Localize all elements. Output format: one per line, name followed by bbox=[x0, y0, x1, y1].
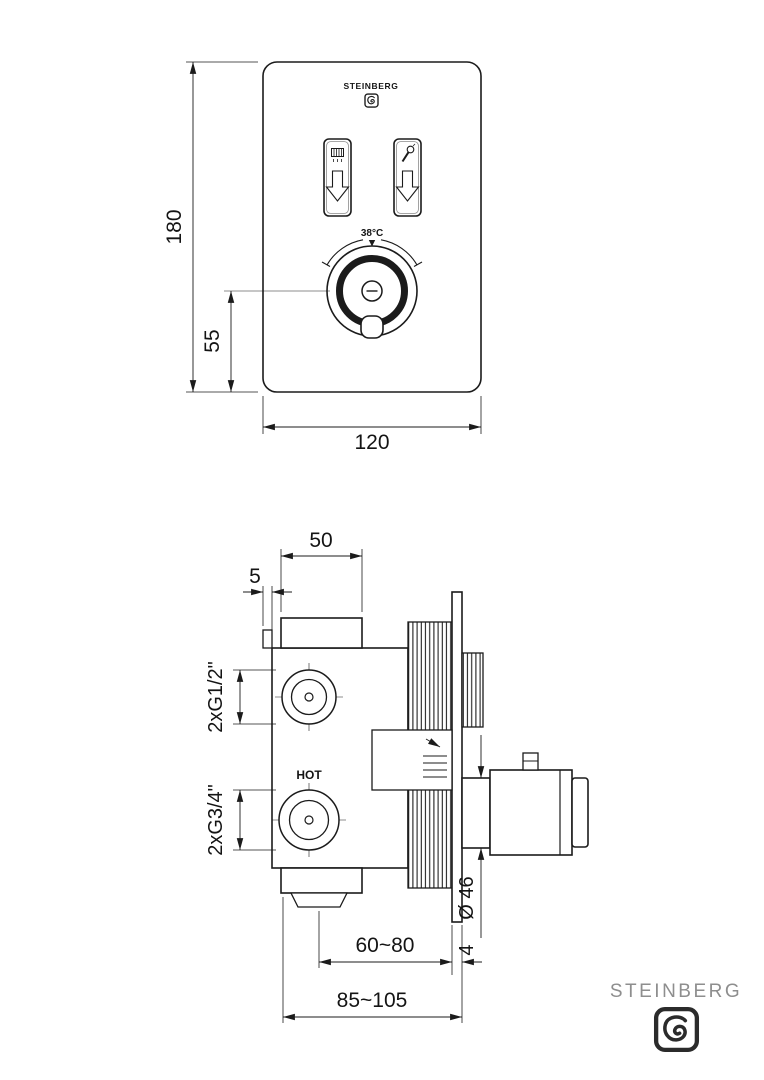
front-view: STEINBERG bbox=[163, 61, 482, 454]
dim-flange-label: 50 bbox=[309, 529, 332, 552]
handle-escutcheon bbox=[461, 777, 491, 849]
dim-width-120: 120 bbox=[262, 396, 482, 454]
dim-height-180: 180 bbox=[163, 61, 258, 393]
dim-trim-diameter-label: Ø 46 bbox=[456, 876, 478, 919]
scale-arc-left bbox=[326, 239, 364, 266]
dim-overall-depth: 85~105 bbox=[282, 897, 463, 1023]
button-inner-edge bbox=[396, 141, 419, 214]
bottom-stub bbox=[289, 892, 349, 908]
handle-assembly bbox=[461, 752, 589, 856]
footer-brand-label: STEINBERG bbox=[610, 981, 742, 1002]
diverter-button-left bbox=[323, 138, 352, 217]
down-arrow-icon bbox=[325, 170, 350, 202]
upper-port bbox=[275, 663, 343, 731]
front-plate bbox=[262, 61, 482, 393]
dim-upper-connections: 2xG1/2" bbox=[205, 661, 276, 733]
dim-flange-50: 50 bbox=[280, 529, 363, 612]
dim-lip-5: 5 bbox=[243, 565, 292, 644]
knob-safety-tab bbox=[360, 315, 384, 339]
dim-install-depth-label: 60~80 bbox=[356, 934, 415, 957]
cartridge-block bbox=[371, 729, 453, 791]
outlet-sleeve bbox=[461, 652, 484, 728]
diverter-button-right bbox=[393, 138, 422, 217]
top-flange bbox=[280, 617, 363, 649]
temp-pointer-icon bbox=[368, 240, 376, 247]
flow-arrow-icon bbox=[425, 738, 441, 748]
handle-body bbox=[489, 769, 573, 856]
button-inner-edge bbox=[326, 141, 349, 214]
dim-overall-depth-label: 85~105 bbox=[337, 989, 408, 1012]
overhead-shower-icon bbox=[331, 148, 344, 162]
dim-trim-diameter: Ø 46 bbox=[456, 735, 485, 938]
footer: STEINBERG bbox=[610, 981, 742, 1050]
dim-lower-connections: 2xG3/4" bbox=[205, 784, 276, 856]
wall-plate bbox=[451, 591, 463, 923]
down-arrow-icon bbox=[395, 170, 420, 202]
plaster-guard-lip bbox=[262, 629, 273, 649]
dim-install-depth: 60~80 bbox=[318, 911, 453, 975]
hand-shower-icon bbox=[401, 143, 416, 163]
steinberg-logo-icon bbox=[656, 1009, 697, 1050]
handle-end-cap bbox=[571, 777, 589, 848]
hot-label: HOT bbox=[296, 768, 322, 782]
dim-lower-connections-label: 2xG3/4" bbox=[205, 784, 227, 856]
plate-brand-label: STEINBERG bbox=[344, 81, 399, 91]
dim-knob-offset-label: 55 bbox=[201, 329, 224, 352]
dim-plate-thickness-label: 4 bbox=[456, 944, 478, 955]
dim-lip-label: 5 bbox=[249, 565, 261, 588]
dim-plate-thickness: 4 bbox=[456, 944, 482, 966]
bottom-flange bbox=[280, 867, 363, 894]
scale-arc-right bbox=[380, 239, 418, 266]
scale-tick-left bbox=[321, 261, 331, 267]
dim-height-label: 180 bbox=[163, 209, 186, 244]
scale-tick-right bbox=[413, 261, 423, 267]
dim-knob-offset-55: 55 bbox=[201, 290, 330, 392]
dim-width-label: 120 bbox=[354, 431, 389, 454]
dim-upper-connections-label: 2xG1/2" bbox=[205, 661, 227, 733]
lower-port bbox=[272, 783, 346, 857]
temperature-label: 38°C bbox=[361, 228, 383, 239]
side-view: HOT 50 5 2xG1/2" 2xG3/4" bbox=[205, 529, 589, 1023]
